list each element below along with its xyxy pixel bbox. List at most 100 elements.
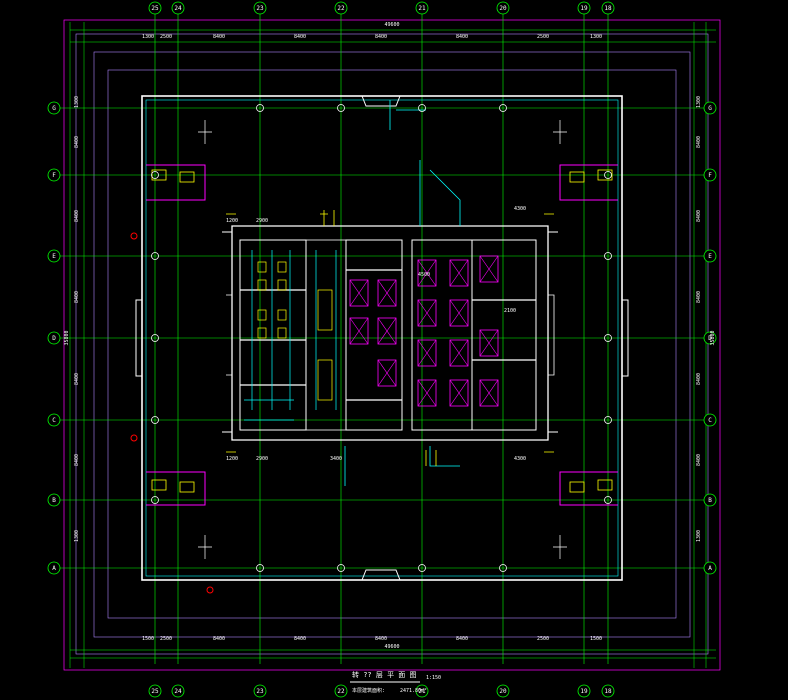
overall-dimension-left: 35800 [64,330,70,345]
axis-bubble-circle [47,101,61,115]
elevator-shaft [449,379,469,407]
axis-bubble-right: A [703,561,717,575]
elevator-cross [417,299,437,327]
overall-dimension-top: 49600 [384,22,399,28]
axis-bubble-circle [703,168,717,182]
segment-dimension-bottom: 8400 [375,636,387,642]
column [337,564,345,572]
axis-bubble-right: G [703,101,717,115]
elevator-cross [349,317,369,345]
segment-dimension-left: 8400 [74,210,80,222]
axis-label: 25 [151,688,159,695]
column [604,171,612,179]
axis-label: 22 [337,5,345,12]
segment-dimension-top: 8400 [213,34,225,40]
title-block: 转 ?? 层 平 面 图 1:150 本层建筑面积: 2471.80m² [350,670,441,694]
axis-bubble-bottom: 20 [496,684,510,698]
axis-bubble-top: 20 [496,1,510,15]
core-dimension: 4300 [514,206,526,212]
segment-dimension-top: 1300 [590,34,602,40]
overall-dimension-bottom: 49600 [384,644,399,650]
axis-bubble-circle [47,331,61,345]
segment-dimension-top: 1300 [142,34,154,40]
elevator-shafts [349,255,499,407]
axis-bubble-left: E [47,249,61,263]
axis-bubble-circle [703,249,717,263]
axis-bubble-left: A [47,561,61,575]
drawing-scale: 1:150 [426,675,441,681]
axis-bubble-circle [253,684,267,698]
segment-dimension-bottom: 8400 [213,636,225,642]
axis-label: 18 [604,688,612,695]
axis-label: 19 [580,688,588,695]
segment-dimension-left: 8400 [74,373,80,385]
column [418,564,426,572]
axis-bubble-circle [415,684,429,698]
column [604,416,612,424]
core-dimension: 4300 [514,456,526,462]
axis-bubble-circle [703,331,717,345]
axis-bubble-right: B [703,493,717,507]
axis-label: 24 [174,688,182,695]
axis-bubble-circle [415,1,429,15]
axis-bubble-circle [577,1,591,15]
axis-label: 23 [256,688,264,695]
elevator-cross [349,279,369,307]
axis-label: 23 [256,5,264,12]
segment-dimension-bottom: 1500 [142,636,154,642]
area-label: 本层建筑面积: [352,687,385,694]
column [151,252,159,260]
axis-bubble-circle [496,1,510,15]
segment-dimension-bottom: 2500 [537,636,549,642]
core-dimension: 2900 [256,456,268,462]
segment-dimension-top: 8400 [456,34,468,40]
elevator-shaft [479,255,499,283]
axis-bubble-top: 21 [415,1,429,15]
axis-label: 20 [499,5,507,12]
core-dimension: 1200 [226,218,238,224]
axis-bubble-left: G [47,101,61,115]
elevator-shaft [377,279,397,307]
axis-label: G [52,105,56,112]
axis-bubble-circle [253,1,267,15]
elevator-cross [417,259,437,287]
column [604,496,612,504]
core-dimension: 2100 [504,308,516,314]
axis-bubble-circle [703,413,717,427]
elevator-cross [417,339,437,367]
corner-fixtures [151,169,613,493]
column [151,334,159,342]
segment-dimension-bottom: 2500 [160,636,172,642]
elevator-shaft [417,299,437,327]
axis-label: 21 [418,688,426,695]
axis-label: B [52,497,56,504]
axis-bubble-right: E [703,249,717,263]
axis-bubble-bottom: 22 [334,684,348,698]
axis-bubble-circle [171,684,185,698]
axis-bubble-top: 25 [148,1,162,15]
axis-bubble-circle [703,561,717,575]
axis-label: 25 [151,5,159,12]
axis-label: 22 [337,688,345,695]
elevator-cross [377,317,397,345]
segment-dimension-left: 8400 [74,291,80,303]
axis-bubble-circle [47,493,61,507]
axis-bubble-circle [334,684,348,698]
axis-bubble-bottom: 19 [577,684,591,698]
axis-bubble-circle [148,1,162,15]
elevator-cross [449,299,469,327]
area-value: 2471.80m² [400,688,427,694]
segment-dimension-left: 1300 [74,530,80,542]
elevator-shaft [349,279,369,307]
axis-label: D [52,335,56,342]
segment-dimension-right: 8400 [696,454,702,466]
axis-bubble-circle [47,561,61,575]
axis-bubble-circle [601,1,615,15]
segment-dimension-bottom: 1500 [590,636,602,642]
axis-bubble-top: 18 [601,1,615,15]
air-ducts [344,100,461,486]
elevator-shaft [417,339,437,367]
toilet-fixtures [257,261,333,401]
axis-label: 21 [418,5,426,12]
